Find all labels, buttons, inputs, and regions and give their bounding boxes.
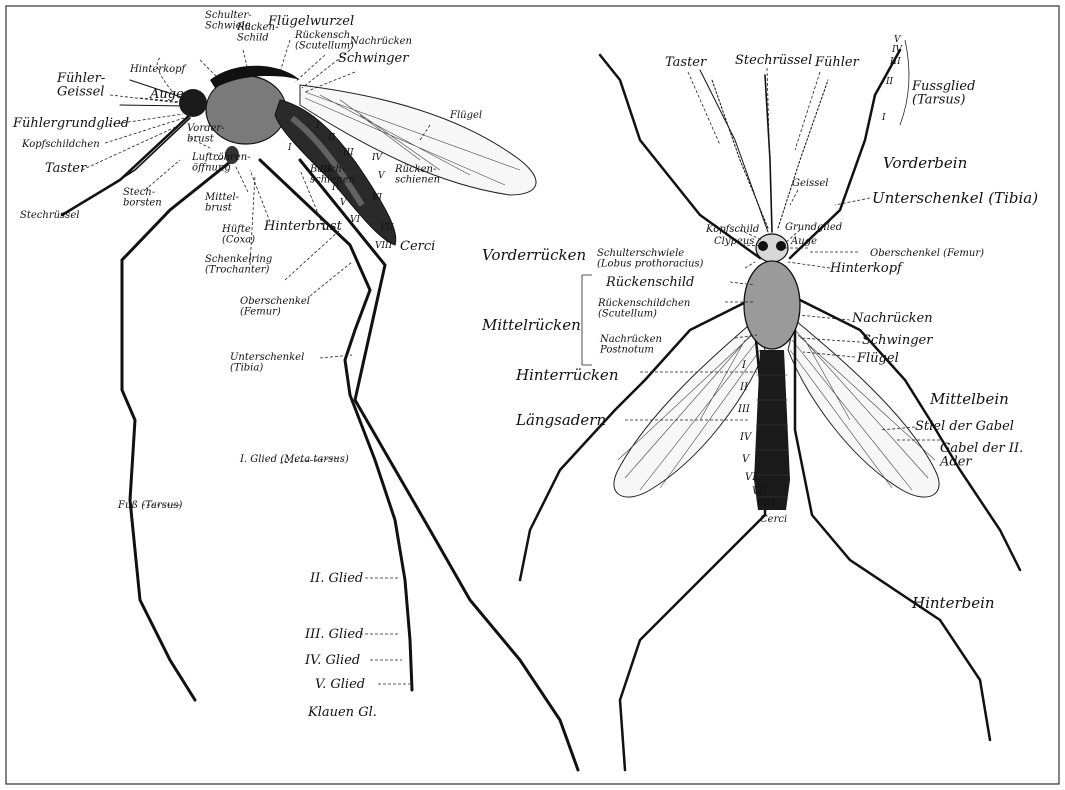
label-rueckenschildchen-right: Rückenschildchen(Scutellum)	[597, 298, 690, 320]
label-nachruecken: Nachrücken	[349, 36, 412, 47]
abd-num-5: V	[742, 454, 751, 465]
seg-dorsal-4: IV	[371, 153, 384, 163]
right-figure-dorsal-view: I II III IV V VI VII VIII I II III IV V …	[481, 35, 1038, 770]
label-stechruessel-right: Stechrüssel	[735, 53, 812, 68]
seg-dorsal-8: VIII	[375, 241, 393, 251]
label-fluegel-right: Flügel	[856, 351, 899, 366]
label-auge-right: Auge	[790, 236, 817, 247]
label-hinterbrust: Hinterbrust	[263, 219, 343, 234]
label-oberschenkel-right: Oberschenkel (Femur)	[870, 248, 984, 259]
tarsus-num-3: III	[889, 57, 901, 67]
label-mittelbrust: Mittel-brust	[204, 192, 240, 214]
label-schwinger: Schwinger	[338, 51, 409, 66]
right-eye-right	[776, 241, 786, 251]
label-clypeus: Clypeus	[714, 236, 754, 247]
label-geissel: Geissel	[792, 178, 828, 189]
right-proboscis	[765, 75, 772, 232]
tarsus-num-1: I	[881, 113, 886, 123]
label-schulterschwiele-right: Schulterschwiele(Lobus prothoracius)	[597, 248, 704, 270]
label-taster-left: Taster	[45, 161, 87, 176]
seg-dorsal-6: VI	[372, 193, 382, 203]
label-glied2: II. Glied	[309, 571, 363, 586]
seg-dorsal-1: I	[315, 121, 320, 131]
label-klauen: Klauen Gl.	[307, 705, 377, 720]
label-fuehler-right: Fühler	[814, 55, 860, 70]
label-stechruessel-left: Stechrüssel	[20, 210, 79, 221]
abd-num-6: VI	[745, 472, 757, 483]
label-kopfschild: Kopfschild	[705, 224, 759, 235]
label-nachruecken-right: Nachrücken	[851, 311, 933, 326]
label-huefte: Hüfte(Coxa)	[221, 224, 255, 246]
left-foreleg	[122, 158, 235, 700]
label-hinterbein: Hinterbein	[911, 594, 995, 612]
seg-ventral-6: VI	[350, 215, 360, 225]
abd-num-2: II	[739, 382, 749, 393]
label-fuss: Fuß (Tarsus)	[117, 500, 182, 511]
right-palp-left	[700, 70, 768, 232]
label-gabel-der-ader: Gabel der II.Ader	[939, 441, 1023, 470]
abd-num-4: IV	[739, 432, 753, 443]
label-hinterruecken: Hinterrücken	[515, 366, 618, 384]
right-antenna-right	[778, 80, 828, 228]
label-fluegel-left: Flügel	[449, 110, 482, 121]
abd-num-8: VIII	[756, 498, 776, 509]
label-fussglied: Fussglied(Tarsus)	[911, 79, 975, 108]
label-fuehlergrundglied: Fühlergrundglied	[12, 116, 129, 131]
tarsus-num-4: IV	[891, 45, 904, 55]
label-glied5: V. Glied	[315, 677, 365, 692]
label-grundglied: Grundglied	[785, 222, 842, 233]
label-oberschenkel-left: Oberschenkel(Femur)	[240, 296, 310, 318]
abd-num-3: III	[737, 404, 751, 415]
label-unterschenkel-right: Unterschenkel (Tibia)	[872, 189, 1038, 207]
label-cerci-left: Cerci	[400, 239, 435, 254]
mittelruecken-brace	[582, 275, 592, 365]
label-glied4: IV. Glied	[304, 653, 360, 668]
label-kopfschildchen: Kopfschildchen	[21, 139, 100, 150]
label-rueckenschildchen: Rückensch.(Scutellum)	[294, 30, 354, 52]
label-schwinger-right: Schwinger	[862, 333, 933, 348]
label-fluegelwurzel: Flügelwurzel	[267, 14, 354, 29]
left-figure-side-view: I II III IV V VI VII VIII I III IV V VI …	[12, 10, 578, 770]
label-stiel-der-gabel: Stiel der Gabel	[915, 419, 1014, 434]
label-glied1: I. Glied (Meta tarsus)	[239, 454, 349, 465]
seg-dorsal-5: V	[378, 171, 386, 181]
label-taster-right: Taster	[665, 55, 707, 70]
tarsus-num-2: II	[885, 77, 894, 87]
seg-dorsal-3: III	[342, 148, 354, 158]
label-vorderruecken: Vorderrücken	[482, 246, 586, 264]
label-schenkelring: Schenkelring(Trochanter)	[205, 254, 272, 276]
abd-num-7: VII	[752, 486, 768, 497]
label-fuehlergeissel: Fühler-Geissel	[56, 71, 105, 100]
label-hinterkopf: Hinterkopf	[129, 64, 188, 75]
label-laengsadern: Längsadern	[515, 411, 606, 429]
tarsus-num-5: V	[894, 35, 902, 45]
label-luftroehrenoeffnung: Luftröhren-öffnung	[191, 152, 251, 174]
label-stechborsten: Stech-borsten	[123, 187, 162, 209]
label-rueckenschild-right: Rückenschild	[605, 275, 694, 290]
label-auge: Auge	[149, 87, 184, 102]
seg-ventral-1: I	[287, 143, 292, 153]
label-cerci-right: Cerci	[760, 514, 787, 525]
label-vorderbein: Vorderbein	[883, 154, 967, 172]
label-hinterkopf-right: Hinterkopf	[829, 261, 904, 276]
label-vorderbrust: Vorder-brust	[187, 123, 225, 145]
seg-dorsal-7: VII	[380, 223, 394, 233]
seg-dorsal-2: II	[327, 133, 336, 143]
label-glied3: III. Glied	[304, 627, 363, 642]
label-rueckenschienen: Rücken-schienen	[394, 164, 440, 186]
label-mittelruecken: Mittelrücken	[481, 316, 581, 334]
label-mittelbein: Mittelbein	[929, 390, 1009, 408]
label-unterschenkel-left: Unterschenkel(Tibia)	[230, 352, 304, 374]
